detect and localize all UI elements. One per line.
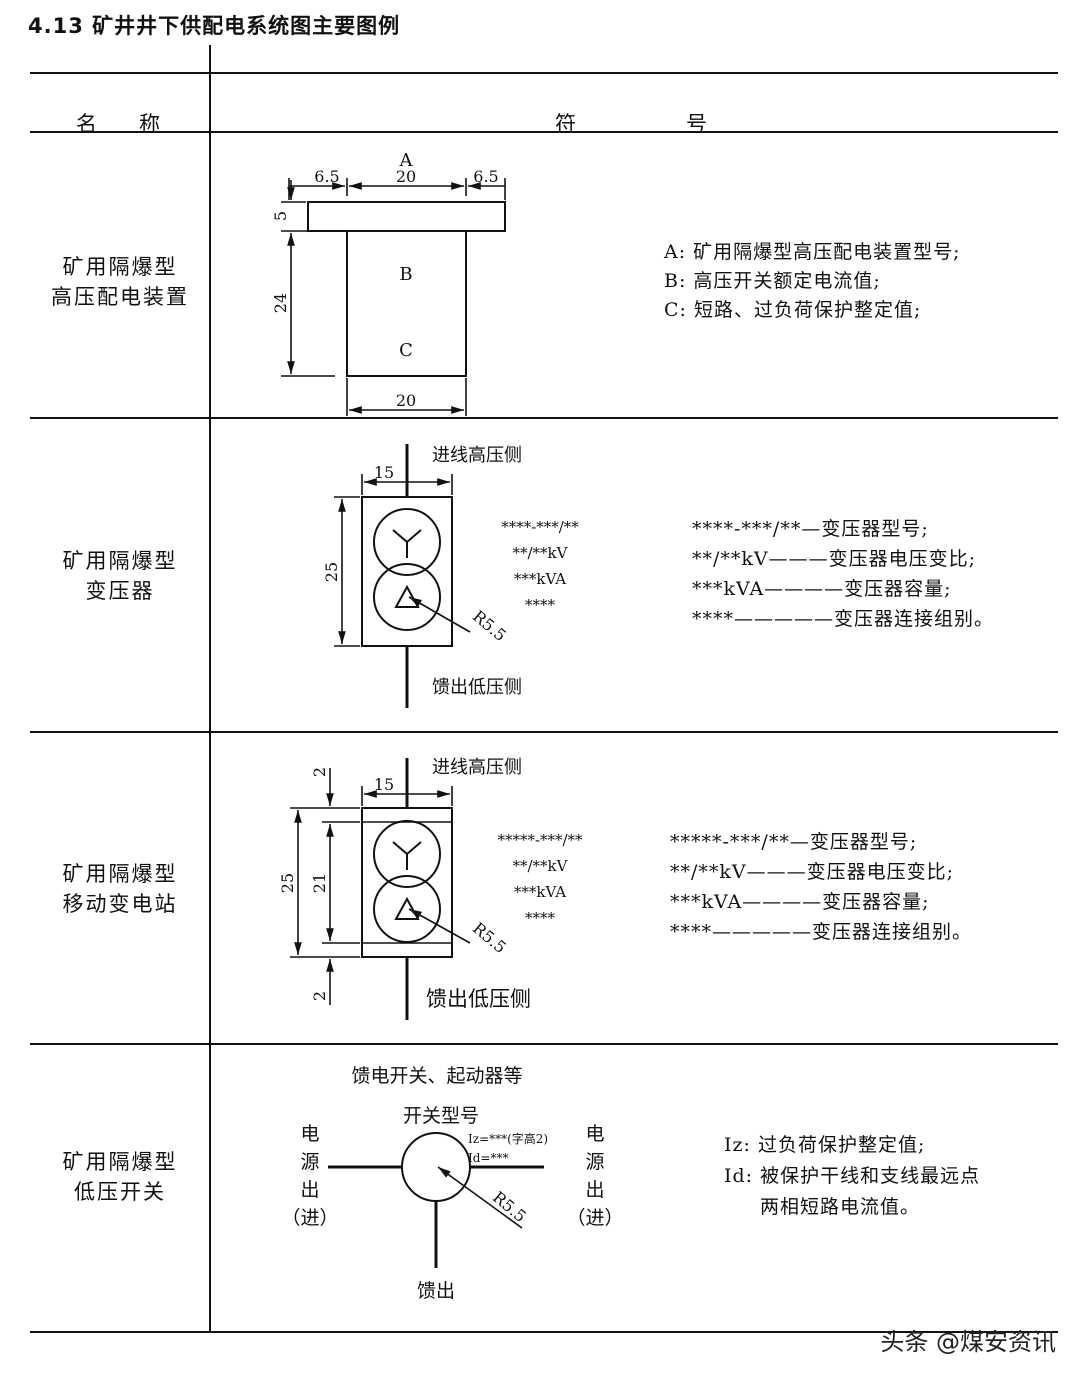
lv-dim-radius: R5.5 (489, 1187, 530, 1226)
ms-in-label: 进线高压侧 (432, 757, 522, 778)
row1-bottom-rule (30, 417, 1058, 419)
lv-switch-model: 开关型号 (403, 1105, 479, 1127)
watermark-text: 头条 @煤安资讯 (880, 1328, 1056, 1356)
lv-left-char-4: （进） (281, 1207, 338, 1229)
row2-desc-model: ****-***/**—变压器型号; (692, 518, 929, 540)
hv-dim-cap: 5 (271, 211, 290, 221)
hv-dim-bottom: 20 (396, 391, 416, 410)
row3-name-line2: 移动变电站 (62, 892, 178, 916)
ms-dim-gap-top: 2 (310, 767, 329, 777)
row2-desc-capacity: ***kVA————变压器容量; (692, 578, 952, 600)
row4-desc-id-cont: 两相短路电流值。 (760, 1196, 921, 1218)
row4-name-line1: 矿用隔爆型 (62, 1150, 178, 1174)
transformer-symbol (334, 444, 471, 708)
row1-description: A: 矿用隔爆型高压配电装置型号; B: 高压开关额定电流值; C: 短路、过负… (664, 238, 961, 325)
row3-desc-model: *****-***/**—变压器型号; (670, 831, 918, 853)
ms-dim-gap-bottom: 2 (310, 991, 329, 1001)
row4-description: Iz: 过负荷保护整定值; Id: 被保护干线和支线最远点 两相短路电流值。 (724, 1130, 980, 1223)
row3-name-line1: 矿用隔爆型 (62, 862, 178, 886)
hv-label-c: C (399, 340, 413, 361)
tx-param-group: **** (525, 596, 556, 614)
table-top-rule (30, 72, 1058, 74)
mobile-substation-symbol (290, 758, 471, 1020)
lv-right-char-3: 出 (585, 1179, 604, 1201)
row4-name-line2: 低压开关 (74, 1180, 166, 1204)
lv-right-char-4: （进） (566, 1207, 623, 1229)
tx-dim-width: 15 (374, 463, 394, 482)
table-bottom-rule (30, 1331, 1058, 1333)
row2-name-line2: 变压器 (85, 579, 155, 603)
ms-param-group: **** (525, 909, 556, 927)
ms-out-label: 馈出低压侧 (426, 987, 531, 1011)
row1-name-line2: 高压配电装置 (51, 285, 189, 309)
hv-dim-top: 20 (396, 167, 416, 186)
row1-desc-c: C: 短路、过负荷保护整定值; (664, 299, 922, 321)
tx-param-capacity: ***kVA (514, 570, 566, 588)
row2-desc-ratio: **/**kV———变压器电压变比; (692, 548, 977, 570)
ms-param-model: *****-***/** (497, 831, 583, 849)
row1-name: 矿用隔爆型 高压配电装置 (30, 252, 210, 312)
row1-desc-b: B: 高压开关额定电流值; (664, 270, 881, 292)
ms-dim-width: 15 (374, 775, 394, 794)
row3-desc-ratio: **/**kV———变压器电压变比; (670, 861, 955, 883)
lv-id-label: Id=*** (468, 1151, 508, 1165)
lv-left-char-1: 电 (300, 1123, 319, 1145)
tx-param-model: ****-***/** (501, 518, 579, 536)
header-bottom-rule (30, 131, 1058, 133)
row4-desc-iz: Iz: 过负荷保护整定值; (724, 1134, 926, 1156)
header-name: 名 称 (76, 112, 160, 136)
lv-bottom-label: 馈出 (417, 1280, 455, 1302)
lv-top-label: 馈电开关、起动器等 (351, 1065, 522, 1087)
ms-dim-height: 25 (278, 873, 297, 893)
tx-param-ratio: **/**kV (513, 544, 569, 562)
row3-desc-group: ****—————变压器连接组别。 (670, 921, 973, 943)
ms-param-capacity: ***kVA (514, 883, 566, 901)
lv-left-char-3: 出 (300, 1179, 319, 1201)
lv-switch-symbol (328, 1132, 544, 1268)
row2-bottom-rule (30, 731, 1058, 733)
hv-label-b: B (399, 264, 412, 285)
page-title: 4.13 矿井井下供配电系统图主要图例 (28, 14, 401, 38)
row3-bottom-rule (30, 1043, 1058, 1045)
hv-switchgear-symbol (281, 178, 506, 416)
header-symbol-2: 号 (686, 112, 707, 136)
tx-dim-radius: R5.5 (469, 606, 510, 645)
row2-description: ****-***/**—变压器型号; **/**kV———变压器电压变比; **… (692, 514, 994, 634)
lv-right-char-1: 电 (585, 1123, 604, 1145)
hv-dim-right: 6.5 (473, 167, 498, 186)
row4-desc-id: Id: 被保护干线和支线最远点 (724, 1165, 981, 1187)
tx-dim-height: 25 (322, 562, 341, 582)
row2-name-line1: 矿用隔爆型 (62, 549, 178, 573)
row4-name: 矿用隔爆型 低压开关 (30, 1147, 210, 1207)
row2-desc-group: ****—————变压器连接组别。 (692, 608, 995, 630)
tx-out-label: 馈出低压侧 (432, 677, 522, 698)
row1-desc-a: A: 矿用隔爆型高压配电装置型号; (664, 241, 961, 263)
column-divider (209, 45, 211, 1332)
header-symbol-1: 符 (555, 112, 576, 136)
ms-dim-inner: 21 (310, 873, 329, 893)
row3-name: 矿用隔爆型 移动变电站 (30, 859, 210, 919)
tx-in-label: 进线高压侧 (432, 445, 522, 466)
ms-dim-radius: R5.5 (469, 918, 510, 957)
hv-dim-left: 6.5 (314, 167, 339, 186)
hv-dim-body: 24 (271, 293, 290, 313)
row3-desc-capacity: ***kVA————变压器容量; (670, 891, 930, 913)
lv-left-char-2: 源 (300, 1151, 319, 1173)
ms-param-ratio: **/**kV (513, 857, 569, 875)
lv-iz-label: Iz=***(字高2) (468, 1131, 548, 1146)
row2-name: 矿用隔爆型 变压器 (30, 546, 210, 606)
lv-right-char-2: 源 (585, 1151, 604, 1173)
hv-label-a: A (399, 150, 414, 171)
row1-name-line1: 矿用隔爆型 (62, 255, 178, 279)
row3-description: *****-***/**—变压器型号; **/**kV———变压器电压变比; *… (670, 827, 972, 947)
